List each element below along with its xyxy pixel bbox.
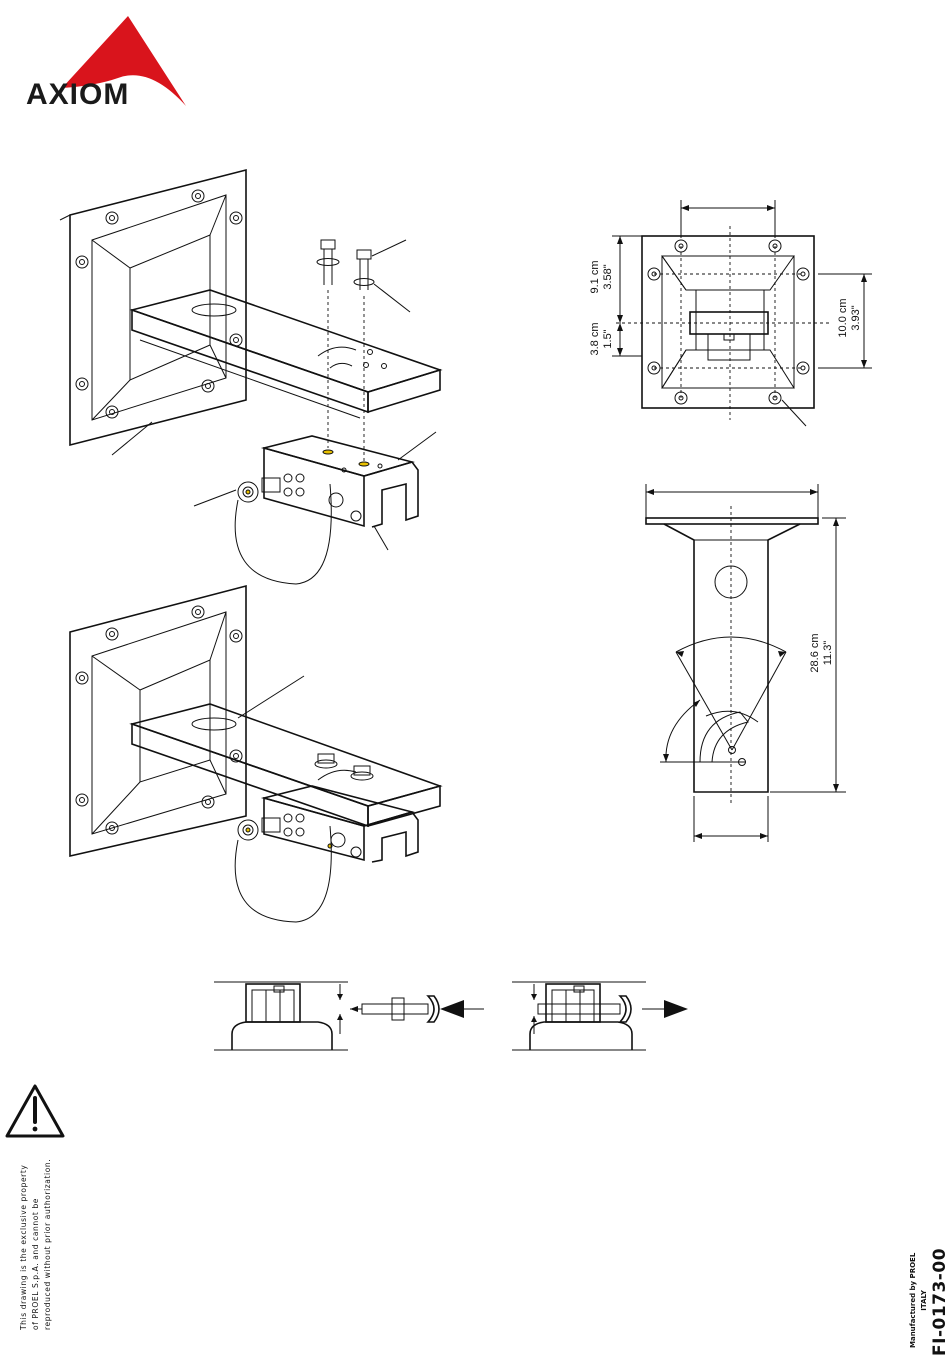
dim-label-top-lower: 3.8 cm 1.5": [589, 309, 615, 369]
legal-notice: This drawing is the exclusive property o…: [18, 1159, 54, 1330]
pin-insert-detail: [214, 982, 484, 1050]
manufacturer-line-1: Manufactured by PROEL: [908, 1253, 919, 1348]
dim-label-arm-length: 28.6 cm 11.3": [809, 621, 835, 685]
legal-line-3: reproduced without prior authorization.: [42, 1159, 54, 1330]
legal-line-2: of PROEL S.p.A. and cannot be: [30, 1159, 42, 1330]
plate-front-view: [612, 200, 872, 426]
exploded-assembly-view: [60, 170, 440, 584]
dim-plate-height-imperial: 3.93": [850, 288, 863, 348]
dim-top-upper-metric: 9.1 cm: [589, 247, 602, 307]
dim-top-lower-metric: 3.8 cm: [589, 309, 602, 369]
dim-plate-height-metric: 10.0 cm: [837, 288, 850, 348]
pin-remove-detail: [512, 982, 688, 1050]
axiom-logo-icon: AXIOM: [26, 16, 186, 111]
dim-arm-length-imperial: 11.3": [822, 621, 835, 685]
dim-top-upper-imperial: 3.58": [602, 247, 615, 307]
manufacturer-line-2: ITALY: [919, 1253, 930, 1348]
assembled-view: [70, 586, 440, 922]
dim-label-plate-height: 10.0 cm 3.93": [837, 288, 863, 348]
manufacturer-note: Manufactured by PROEL ITALY: [908, 1253, 930, 1348]
dim-top-lower-imperial: 1.5": [602, 309, 615, 369]
document-code: FI-0173-00: [930, 1248, 950, 1356]
dim-label-top-upper: 9.1 cm 3.58": [589, 247, 615, 307]
warning-triangle-icon: [7, 1086, 63, 1136]
dim-arm-length-metric: 28.6 cm: [809, 621, 822, 685]
logo-wordmark: AXIOM: [26, 78, 129, 111]
legal-line-1: This drawing is the exclusive property: [18, 1159, 30, 1330]
